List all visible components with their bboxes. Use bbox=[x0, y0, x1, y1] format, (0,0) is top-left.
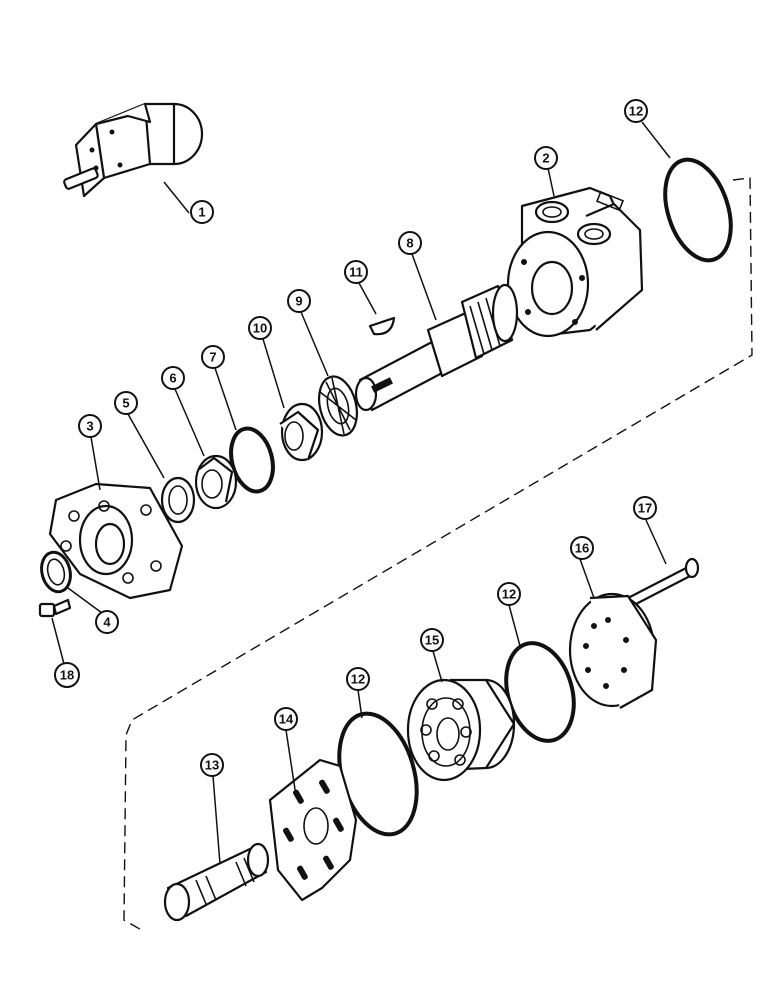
part-18-bolt bbox=[38, 598, 72, 618]
part-11-woodruff-key bbox=[368, 316, 396, 336]
callout-11: 11 bbox=[344, 260, 368, 284]
part-12-o-ring-top bbox=[663, 157, 733, 263]
callout-14: 14 bbox=[274, 707, 298, 731]
callout-2: 2 bbox=[534, 146, 558, 170]
callout-12-middle-label: 12 bbox=[502, 587, 516, 602]
part-13-splined-shaft bbox=[163, 842, 270, 922]
part-6-seal bbox=[194, 454, 238, 510]
callout-5: 5 bbox=[114, 391, 138, 415]
callout-11-label: 11 bbox=[349, 265, 363, 280]
part-14-wear-plate bbox=[268, 758, 358, 902]
assembly-path-dashed bbox=[123, 177, 753, 933]
part-7-seal-ring bbox=[229, 426, 275, 494]
callout-13-label: 13 bbox=[205, 758, 219, 773]
callout-1-label: 1 bbox=[198, 205, 205, 220]
callout-18: 18 bbox=[54, 662, 80, 688]
callout-12-middle: 12 bbox=[497, 582, 521, 606]
callout-12-top-label: 12 bbox=[629, 104, 643, 119]
callout-7-label: 7 bbox=[209, 350, 216, 365]
callout-2-label: 2 bbox=[542, 151, 549, 166]
callout-8: 8 bbox=[398, 231, 422, 255]
part-1-assembled-motor bbox=[63, 102, 204, 198]
part-15-gerotor bbox=[406, 678, 516, 782]
callout-12-lower-label: 12 bbox=[351, 672, 365, 687]
callout-14-label: 14 bbox=[279, 712, 294, 727]
part-17-long-bolt bbox=[626, 557, 700, 608]
callout-9: 9 bbox=[287, 289, 311, 313]
callout-17: 17 bbox=[633, 496, 657, 520]
callout-10: 10 bbox=[248, 316, 272, 340]
part-5-washer bbox=[160, 476, 196, 524]
callout-15: 15 bbox=[420, 628, 444, 652]
callout-13: 13 bbox=[200, 753, 224, 777]
callout-15-label: 15 bbox=[425, 633, 439, 648]
callout-18-label: 18 bbox=[60, 668, 74, 683]
callout-6: 6 bbox=[161, 366, 185, 390]
leader-lines bbox=[51, 121, 671, 865]
part-8-drive-shaft bbox=[354, 283, 519, 412]
callout-8-label: 8 bbox=[406, 236, 413, 251]
callout-7: 7 bbox=[201, 345, 225, 369]
callout-9-label: 9 bbox=[295, 294, 302, 309]
callout-3: 3 bbox=[78, 414, 102, 438]
callout-3-label: 3 bbox=[86, 419, 93, 434]
callout-12-top: 12 bbox=[624, 99, 648, 123]
part-3-mounting-flange bbox=[48, 482, 184, 600]
callout-16-label: 16 bbox=[575, 541, 589, 556]
callout-6-label: 6 bbox=[169, 371, 176, 386]
callout-4: 4 bbox=[95, 610, 119, 634]
part-4-shaft-seal bbox=[40, 550, 72, 594]
part-2-housing bbox=[506, 186, 644, 338]
callout-10-label: 10 bbox=[253, 321, 267, 336]
part-10-bearing-race bbox=[279, 402, 324, 462]
callout-17-label: 17 bbox=[638, 501, 652, 516]
callout-12-lower: 12 bbox=[346, 667, 370, 691]
callout-16: 16 bbox=[570, 536, 594, 560]
part-9-needle-bearing bbox=[317, 375, 359, 437]
callout-1: 1 bbox=[190, 200, 214, 224]
callout-4-label: 4 bbox=[103, 615, 111, 630]
callout-5-label: 5 bbox=[122, 396, 129, 411]
part-16-end-cap bbox=[568, 592, 658, 709]
